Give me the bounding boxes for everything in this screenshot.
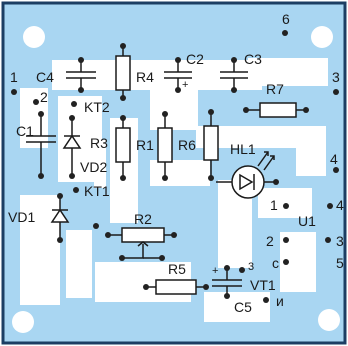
hl1-label: HL1 <box>230 141 256 157</box>
diode-vd2 <box>62 118 82 176</box>
resistor-r4-body <box>115 55 131 91</box>
r7-label: R7 <box>266 81 284 97</box>
vt1-pin-3-label: 3 <box>248 261 255 273</box>
u1-pin-2-label: 2 <box>266 233 274 249</box>
pads <box>11 30 339 303</box>
pin-4-right-a-label: 4 <box>330 151 338 167</box>
r2-label: R2 <box>134 211 152 227</box>
led-hl1 <box>216 151 276 199</box>
r5-label: R5 <box>168 261 186 277</box>
pin-4-right-b-label: 4 <box>336 197 344 213</box>
components <box>26 46 306 296</box>
resistor-r7-body <box>259 102 297 118</box>
capacitor-c1 <box>26 114 56 176</box>
pin-3-right-label: 3 <box>332 69 340 85</box>
c4-label: C4 <box>36 69 54 85</box>
pin-2-left-label: 2 <box>40 89 48 105</box>
pin-1-left-label: 1 <box>10 69 18 85</box>
c2-label: C2 <box>186 51 204 67</box>
r6-label: R6 <box>178 137 196 153</box>
trimmer-r2-body <box>121 227 165 243</box>
u1-label: U1 <box>298 213 316 229</box>
capacitor-c5 <box>212 268 242 296</box>
r4-label: R4 <box>136 69 154 85</box>
r1-label: R1 <box>136 137 154 153</box>
c3-label: C3 <box>244 51 262 67</box>
vd1-label: VD1 <box>8 209 36 225</box>
vt1-i-label: и <box>276 293 284 309</box>
pin-6-label: 6 <box>282 11 290 27</box>
u1-pin-1-label: 1 <box>270 197 278 213</box>
resistor-r1-body <box>157 127 173 163</box>
resistor-r5-body <box>155 279 197 295</box>
vd2-label: VD2 <box>80 159 108 175</box>
r3-label: R3 <box>90 135 108 151</box>
resistor-r3-body <box>115 127 131 163</box>
vt1-label: VT1 <box>250 277 276 293</box>
c2-plus-label: + <box>182 79 189 91</box>
kt1-label: KT1 <box>84 183 110 199</box>
c5-plus-label: + <box>212 265 219 277</box>
resistor-r6-body <box>203 125 219 161</box>
u1-pin-5-label: 5 <box>336 255 344 271</box>
c5-label: C5 <box>234 299 252 315</box>
c1-label: C1 <box>16 123 34 139</box>
u1-c-label: с <box>272 255 279 271</box>
u1-pin-3-label: 3 <box>336 233 344 249</box>
kt2-label: KT2 <box>84 99 110 115</box>
